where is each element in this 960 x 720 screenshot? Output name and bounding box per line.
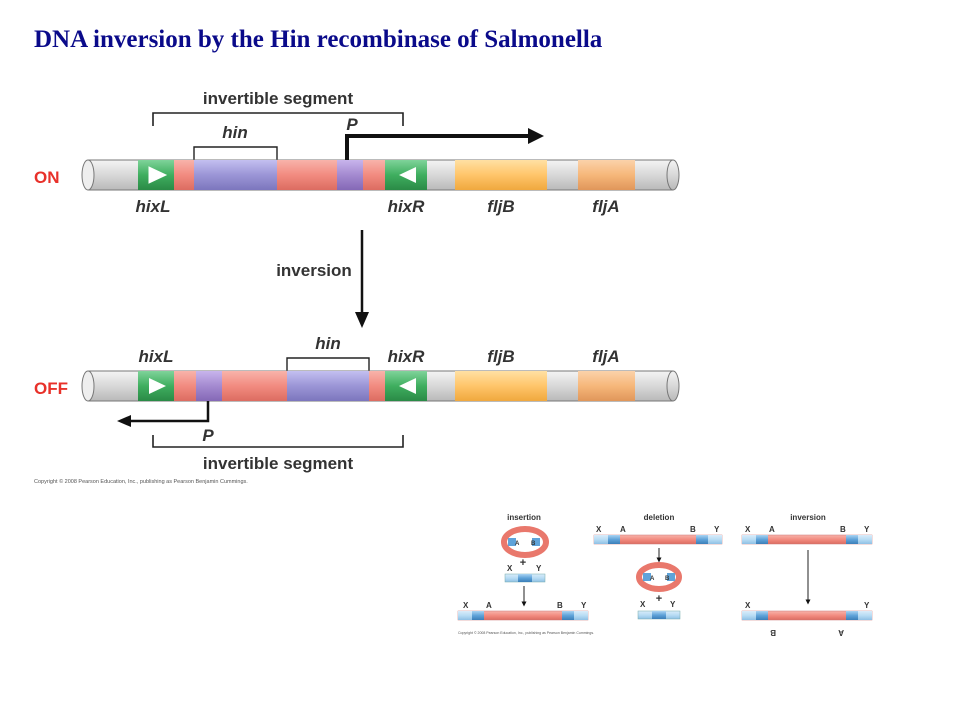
promoter-arrowhead-icon <box>117 415 131 427</box>
flja-label: fljA <box>592 347 619 366</box>
promoter-region <box>196 371 222 401</box>
promoter-label: P <box>202 426 214 445</box>
flja-gene <box>578 160 635 190</box>
deletion-panel: deletion X A B Y A B + X Y <box>593 513 723 620</box>
invertible-segment-label: invertible segment <box>203 89 354 108</box>
hin-bracket <box>193 146 278 160</box>
hixr-triangle-icon <box>399 378 416 394</box>
promoter-arrow-off <box>130 401 210 423</box>
hin-gene <box>194 160 277 190</box>
site-label-a: A <box>620 525 626 534</box>
site-label-b: B <box>531 541 536 547</box>
fljb-label: fljB <box>487 347 514 366</box>
off-state: OFF hin hixL hixR fljB fljA P <box>34 334 680 485</box>
hin-label: hin <box>222 123 248 142</box>
site-label-y: Y <box>864 525 870 534</box>
insertion-panel: insertion A B + X Y X A B Y Copyright © … <box>457 513 594 635</box>
fljb-gene <box>455 160 547 190</box>
site-label-x: X <box>745 601 751 610</box>
promoter-region <box>337 160 363 190</box>
hixl-triangle-icon <box>148 166 168 184</box>
page-title: DNA inversion by the Hin recombinase of … <box>34 26 603 53</box>
hin-gene <box>287 371 369 401</box>
on-state: ON invertible segment hin P hix <box>34 89 680 216</box>
dna-bar-on <box>81 159 680 191</box>
promoter-label: P <box>346 115 358 134</box>
site-label-y: Y <box>536 564 542 573</box>
site-label-y: Y <box>714 525 720 534</box>
promoter-arrow-on <box>345 134 530 160</box>
fljb-gene <box>455 371 547 401</box>
site-label-b: B <box>557 601 563 610</box>
site-label-y: Y <box>581 601 587 610</box>
inversion-arrow: inversion <box>276 230 369 328</box>
inversion-title: inversion <box>790 513 826 522</box>
hixl-triangle-icon <box>149 378 166 394</box>
site-label-b: B <box>840 525 846 534</box>
flja-label: fljA <box>592 197 619 216</box>
hin-label: hin <box>315 334 341 353</box>
copyright-text: Copyright © 2008 Pearson Education, Inc.… <box>34 478 248 485</box>
hixr-label: hixR <box>388 347 426 366</box>
insertion-title: insertion <box>507 513 541 522</box>
deletion-title: deletion <box>644 513 675 522</box>
site-label-b: B <box>665 576 670 582</box>
state-label-off: OFF <box>34 379 68 398</box>
hixl-label: hixL <box>136 197 171 216</box>
site-label-a: A <box>650 576 655 582</box>
plus-sign: + <box>520 557 526 569</box>
inversion-arrowhead-icon <box>355 312 369 328</box>
site-label-x: X <box>640 600 646 609</box>
site-label-x: X <box>507 564 513 573</box>
recombination-inset: insertion A B + X Y X A B Y Copyright © … <box>457 513 873 637</box>
plasmid-circle <box>636 562 682 592</box>
dna-bar-off <box>81 370 680 402</box>
site-label-y: Y <box>864 601 870 610</box>
invertible-segment-bracket <box>152 435 404 448</box>
site-label-x: X <box>463 601 469 610</box>
site-label-a: A <box>838 628 844 637</box>
site-label-a: A <box>769 525 775 534</box>
site-label-x: X <box>745 525 751 534</box>
promoter-arrowhead-icon <box>528 128 544 144</box>
site-label-x: X <box>596 525 602 534</box>
site-label-a: A <box>486 601 492 610</box>
site-label-a: A <box>515 541 520 547</box>
hixl-label: hixL <box>139 347 174 366</box>
hin-bracket <box>286 357 370 371</box>
invertible-segment-bracket <box>152 112 404 126</box>
flja-gene <box>578 371 635 401</box>
plasmid-circle <box>501 526 549 558</box>
hixr-label: hixR <box>388 197 426 216</box>
plus-sign: + <box>656 593 662 605</box>
inversion-label: inversion <box>276 261 352 280</box>
site-label-b: B <box>690 525 696 534</box>
hixr-triangle-icon <box>399 167 416 183</box>
site-label-b: B <box>770 628 776 637</box>
fljb-label: fljB <box>487 197 514 216</box>
inset-copyright: Copyright © 2008 Pearson Education, Inc.… <box>458 631 594 635</box>
state-label-on: ON <box>34 168 60 187</box>
site-label-y: Y <box>670 600 676 609</box>
invertible-segment-label: invertible segment <box>203 454 354 473</box>
inversion-panel: inversion X A B Y X Y B A <box>741 513 873 637</box>
